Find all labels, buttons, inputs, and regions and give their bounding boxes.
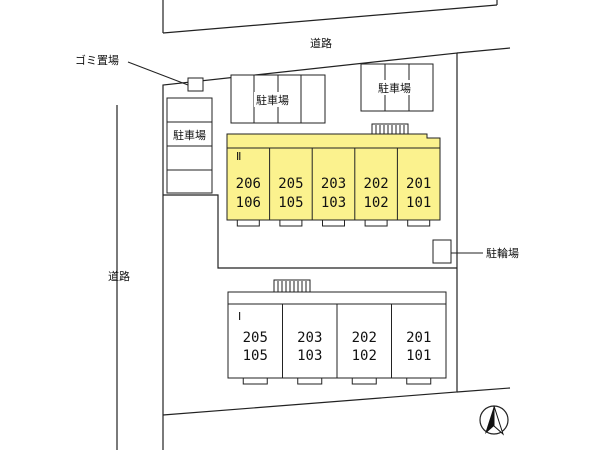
unit-number-lower: 102 [352,348,377,364]
balcony-stub [364,219,388,227]
balcony-stub [279,219,303,227]
unit-number-upper: 205 [243,330,268,346]
building-i: Ⅰ 205 105 203 103 202 102 201 101 [227,279,447,385]
unit-number-upper: 202 [352,330,377,346]
unit-number-lower: 102 [363,195,388,211]
building-ii-corridor [226,133,441,149]
parking-left [166,97,213,194]
building-ii-mark: Ⅱ [236,150,241,163]
garbage-leader-line [127,61,189,86]
balcony-stub [242,377,268,385]
parking-right-label: 駐車場 [378,81,411,95]
balcony-stub [407,219,431,227]
balcony-stub [236,219,260,227]
garbage-label: ゴミ置場 [75,53,119,67]
bicycle-area [432,239,452,264]
unit-number-upper: 203 [321,176,346,192]
unit-number-lower: 103 [297,348,322,364]
parking-left-label-bg [169,127,211,143]
unit-number-lower: 106 [236,195,261,211]
unit-number-upper: 201 [406,330,431,346]
unit-number-lower: 105 [278,195,303,211]
road-label-top: 道路 [310,36,332,50]
bicycle-label: 駐輪場 [486,246,519,260]
road-label-left: 道路 [108,269,130,283]
unit-number-lower: 105 [243,348,268,364]
unit-number-upper: 201 [406,176,431,192]
building-i-stair [273,279,311,294]
unit-number-lower: 103 [321,195,346,211]
parking-middle-label: 駐車場 [256,93,289,107]
unit-number-upper: 202 [363,176,388,192]
building-ii: Ⅱ 206 106 205 105 203 103 202 102 201 101 [226,123,441,227]
parking-right-label-bg [376,80,422,95]
garbage-area [187,77,204,92]
unit-number-upper: 205 [278,176,303,192]
road-edge-top-lower [456,47,511,54]
balcony-stub [297,377,323,385]
unit-number-lower: 101 [406,195,431,211]
balcony-stub [406,377,432,385]
parking-middle-label-bg [254,92,300,107]
road-edge-bottom-right [456,387,511,393]
unit-number-upper: 206 [236,176,261,192]
north-arrow-icon [479,405,509,436]
driveway-outline [163,194,457,269]
road-edge-top-upper [162,4,498,34]
unit-number-upper: 203 [297,330,322,346]
building-i-mark: Ⅰ [238,310,241,323]
balcony-stub [322,219,345,227]
parking-left-label: 駐車場 [173,128,206,142]
building-ii-body [226,147,441,221]
building-i-corridor [227,291,447,305]
balcony-stub [351,377,377,385]
unit-number-lower: 101 [406,348,431,364]
